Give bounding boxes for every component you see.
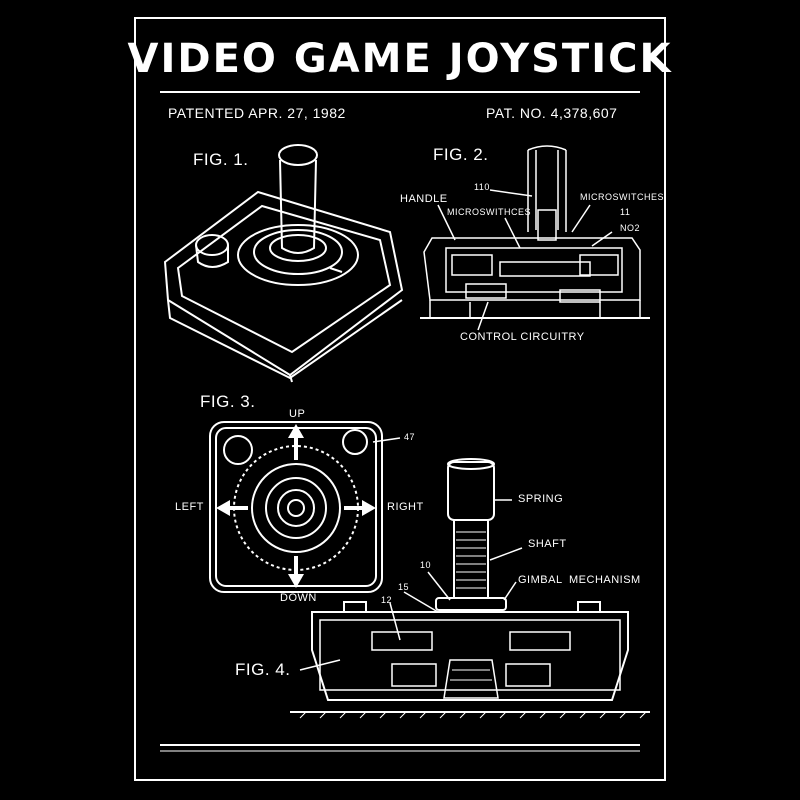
fig3-label: FIG. 3. [200,392,256,411]
fig3-direction-arrows [216,424,376,588]
fig2-ref-102: NO2 [620,223,641,233]
fig4-ref-15: 15 [398,582,410,592]
patent-number: PAT. NO. 4,378,607 [486,105,618,121]
fig2-cross-section-drawing [420,145,650,331]
patent-date: PATENTED APR. 27, 1982 [168,105,346,121]
fig2-microswitches-right-label: MICROSWITCHES [580,192,664,202]
outer-border [134,17,666,781]
fig3-right-label: RIGHT [387,501,424,513]
fig2-ref-110: 110 [474,182,490,192]
fig4-ref-12: 12 [381,595,393,605]
fig4-ref-10: 10 [420,560,432,570]
fig3-down-label: DOWN [280,592,317,604]
fig2-handle-label: HANDLE [400,193,448,205]
fig4-cutaway-drawing [290,458,650,719]
fig4-shaft-label: SHAFT [528,538,567,550]
fig3-ref-47: 47 [404,432,416,442]
fig2-ref-11: 11 [620,207,631,217]
fig4-spring-label: SPRING [518,493,564,505]
fig1-joystick-drawing [163,144,404,383]
fig1-label: FIG. 1. [193,150,249,169]
fig4-mechanism-label: MECHANISM [569,574,641,586]
fig4-gimbal-label: GIMBAL [518,574,563,586]
fig2-label: FIG. 2. [433,145,489,164]
fig2-microswitches-left-label: MICROSWITHCES [447,207,531,217]
fig3-left-label: LEFT [175,501,204,513]
fig4-label: FIG. 4. [235,660,291,679]
fig2-control-circuitry-label: CONTROL CIRCUITRY [460,331,585,343]
fig3-up-label: UP [289,408,306,420]
poster-title: VIDEO GAME JOYSTICK [127,36,673,82]
